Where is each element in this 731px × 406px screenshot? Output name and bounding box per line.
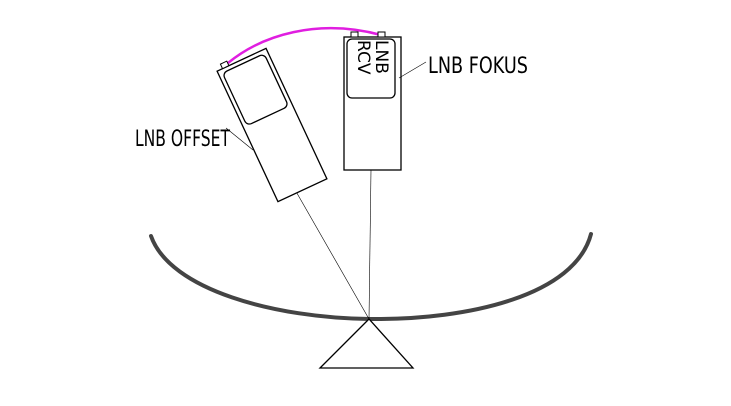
- lnb-fokus-label: LNB FOKUS: [428, 54, 528, 79]
- lnb-fokus-box-label-lnb: LNB: [371, 40, 391, 74]
- offset-focal-line: [293, 187, 370, 320]
- lnb-fokus-unit: LNB RCV: [343, 31, 402, 171]
- lnb-fokus-connector-left: [350, 31, 359, 38]
- lnb-fokus-leader-line: [398, 61, 427, 79]
- lnb-offset-window: [223, 54, 288, 125]
- connecting-cable: [227, 27, 382, 64]
- lnb-offset-unit: [216, 47, 328, 203]
- lnb-fokus-connector-right: [377, 31, 386, 38]
- fokus-focal-line: [368, 169, 372, 320]
- dish-mount-stand: [318, 318, 415, 369]
- lnb-fokus-box-label-rcv: RCV: [353, 40, 373, 75]
- lnb-offset-leader-line: [225, 127, 254, 151]
- dish-reflector: [149, 232, 593, 322]
- lnb-fokus-window: [346, 38, 396, 99]
- lnb-offset-label: LNB OFFSET: [135, 127, 230, 152]
- lnb-offset-connector: [219, 60, 230, 70]
